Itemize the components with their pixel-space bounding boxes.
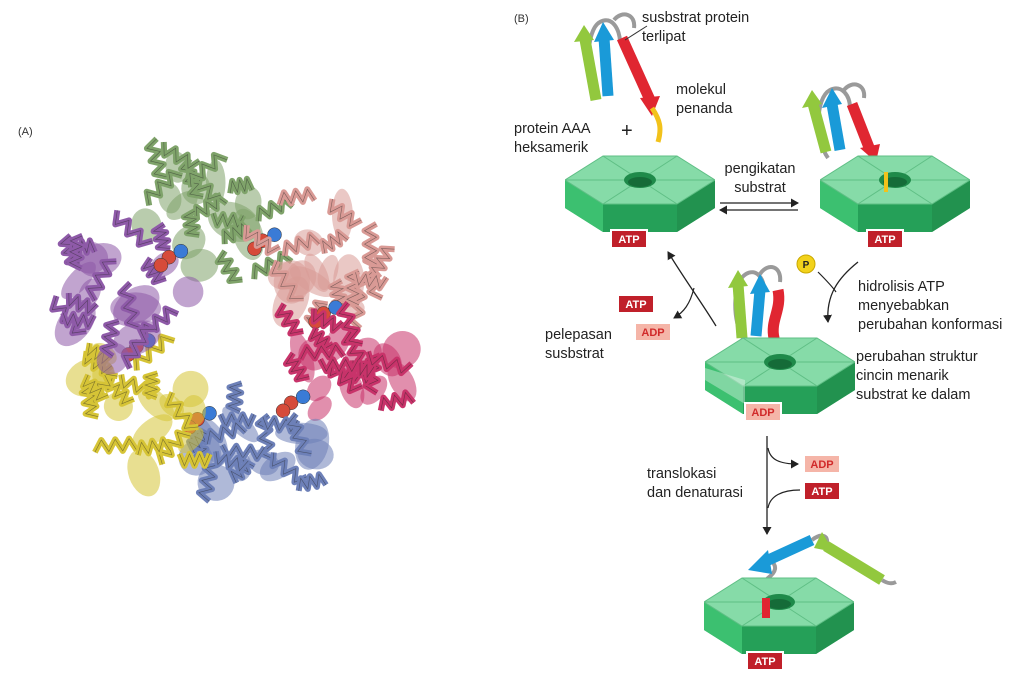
trans-adp-tag: ADP bbox=[803, 454, 841, 474]
ligand-sphere bbox=[275, 403, 291, 419]
label-struct-line1: perubahan struktur bbox=[856, 349, 978, 365]
label-hydro-line3: perubahan konformasi bbox=[858, 317, 1002, 333]
label-trans-line1: translokasi bbox=[647, 466, 716, 482]
svg-text:ADP: ADP bbox=[641, 327, 664, 339]
label-trans-line2: dan denaturasi bbox=[647, 485, 743, 501]
ligand-sphere bbox=[173, 243, 189, 259]
label-release-line2: susbstrat bbox=[545, 346, 604, 362]
release-arrow bbox=[667, 251, 717, 327]
folded-substrate-protein bbox=[574, 12, 663, 143]
label-hydro-line2: menyebabkan bbox=[858, 298, 949, 314]
label-binding-line2: substrat bbox=[734, 180, 786, 196]
aaa-ring-1 bbox=[565, 155, 715, 233]
ligand-sphere bbox=[153, 257, 169, 273]
pulled-substrate-protein bbox=[728, 265, 785, 364]
svg-text:P: P bbox=[803, 260, 810, 271]
ring3-notch bbox=[705, 368, 745, 404]
panel-label-b: (B) bbox=[514, 13, 529, 25]
label-tag-line2: penanda bbox=[676, 101, 733, 117]
svg-text:ATP: ATP bbox=[754, 656, 775, 668]
svg-text:ATP: ATP bbox=[618, 234, 639, 246]
panel-label-a: (A) bbox=[18, 126, 33, 138]
ring1-atp-tag: ATP bbox=[610, 229, 648, 249]
label-substrate-line2: terlipat bbox=[642, 29, 686, 45]
aaa-ring-4 bbox=[704, 577, 854, 655]
trans-atp-tag: ATP bbox=[803, 481, 841, 501]
protein-subunit bbox=[49, 209, 204, 375]
atp-exchange-arrow bbox=[767, 489, 801, 509]
hexameric-protein-structure-image bbox=[49, 136, 421, 504]
label-struct-line2: cincin menarik bbox=[856, 368, 949, 384]
ligand-sphere bbox=[295, 389, 311, 405]
protein-subunit bbox=[65, 333, 213, 497]
aaa-ring-2 bbox=[820, 155, 970, 233]
label-hydro-line1: hidrolisis ATP bbox=[858, 279, 945, 295]
release-adp-tag: ADP bbox=[634, 322, 672, 342]
adp-exchange-arrow bbox=[767, 447, 799, 469]
label-substrate-line1: susbstrat protein bbox=[642, 10, 749, 26]
svg-text:ADP: ADP bbox=[810, 459, 833, 471]
svg-text:ADP: ADP bbox=[751, 407, 774, 419]
release-side-arrow bbox=[673, 287, 695, 319]
label-struct-line3: substrat ke dalam bbox=[856, 387, 970, 403]
svg-text:ATP: ATP bbox=[811, 486, 832, 498]
svg-text:ATP: ATP bbox=[625, 299, 646, 311]
bound-substrate-protein bbox=[802, 82, 889, 191]
phosphate-release-arrow bbox=[817, 271, 837, 293]
protein-subunit bbox=[274, 300, 421, 422]
plus-sign: + bbox=[621, 120, 633, 142]
label-aaa-line2: heksamerik bbox=[514, 140, 589, 156]
label-binding-line1: pengikatan bbox=[725, 161, 796, 177]
substrate-leader-line bbox=[624, 25, 648, 41]
svg-text:ATP: ATP bbox=[874, 234, 895, 246]
ring3-adp-tag: ADP bbox=[744, 402, 782, 422]
label-release-line1: pelepasan bbox=[545, 327, 612, 343]
phosphate-icon: P bbox=[796, 254, 816, 274]
hydrolysis-arrow bbox=[822, 261, 859, 323]
ring2-atp-tag: ATP bbox=[866, 229, 904, 249]
ring4-atp-tag: ATP bbox=[746, 651, 784, 671]
label-aaa-line1: protein AAA bbox=[514, 121, 591, 137]
label-tag-line1: molekul bbox=[676, 82, 726, 98]
release-atp-tag: ATP bbox=[617, 294, 655, 314]
protein-subunit bbox=[242, 186, 395, 331]
